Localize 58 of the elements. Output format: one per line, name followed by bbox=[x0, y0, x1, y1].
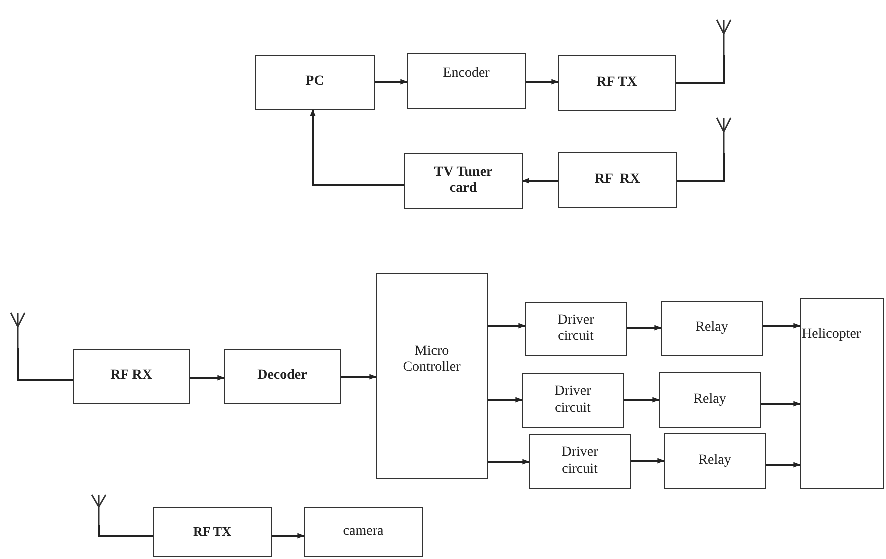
antenna-symbol bbox=[11, 313, 25, 348]
block-box bbox=[558, 152, 677, 208]
antenna-symbol bbox=[717, 118, 731, 153]
connector-line bbox=[98, 525, 153, 537]
block-box bbox=[153, 507, 272, 557]
arrow bbox=[488, 397, 523, 403]
antenna-symbol bbox=[92, 495, 106, 525]
block-box bbox=[664, 433, 766, 489]
block-label: RF TX bbox=[194, 524, 232, 540]
block-label: camera bbox=[343, 524, 384, 540]
arrow bbox=[763, 323, 801, 329]
block-label: Encoder bbox=[443, 66, 490, 82]
arrow bbox=[624, 397, 660, 403]
block-box bbox=[407, 53, 526, 109]
block-box bbox=[73, 349, 190, 404]
block-label: TV Tuner card bbox=[433, 164, 494, 198]
arrow bbox=[766, 462, 801, 468]
antenna-symbol bbox=[717, 20, 731, 55]
arrow bbox=[190, 375, 225, 381]
block-box bbox=[661, 301, 763, 356]
connector-line bbox=[677, 153, 725, 182]
block-box bbox=[800, 298, 884, 489]
block-label: Driver circuit bbox=[554, 384, 592, 417]
arrow bbox=[310, 109, 404, 186]
connector-line bbox=[17, 348, 73, 381]
block-label: Driver circuit bbox=[560, 445, 600, 478]
block-box bbox=[522, 373, 624, 428]
block-label: PC bbox=[306, 74, 324, 91]
arrow bbox=[631, 458, 665, 464]
block-label: Decoder bbox=[258, 368, 308, 385]
arrow bbox=[522, 178, 558, 184]
arrow bbox=[627, 325, 662, 331]
block-label: Relay bbox=[696, 320, 728, 337]
block-label: RF RX bbox=[594, 172, 640, 188]
block-box bbox=[558, 55, 676, 111]
block-label: Relay bbox=[694, 392, 726, 408]
arrow bbox=[488, 323, 526, 329]
connector-line bbox=[676, 55, 725, 84]
block-label: RF RX bbox=[110, 368, 152, 385]
arrow bbox=[526, 79, 559, 85]
block-label: Helicopter bbox=[802, 327, 862, 344]
block-box bbox=[224, 349, 341, 404]
block-box bbox=[529, 434, 631, 489]
block-label: Relay bbox=[698, 452, 732, 470]
arrow bbox=[375, 79, 408, 85]
block-label: Micro Controller bbox=[402, 344, 462, 376]
arrow bbox=[341, 374, 377, 380]
arrow bbox=[761, 401, 801, 407]
block-box bbox=[255, 55, 375, 110]
block-box bbox=[404, 153, 523, 209]
block-box bbox=[376, 273, 488, 479]
block-label: RF TX bbox=[596, 74, 638, 92]
block-label: Driver circuit bbox=[556, 312, 596, 346]
block-box bbox=[659, 372, 761, 428]
block-box bbox=[304, 507, 423, 557]
arrow bbox=[488, 459, 530, 465]
block-box bbox=[525, 302, 627, 356]
arrow bbox=[272, 533, 305, 539]
